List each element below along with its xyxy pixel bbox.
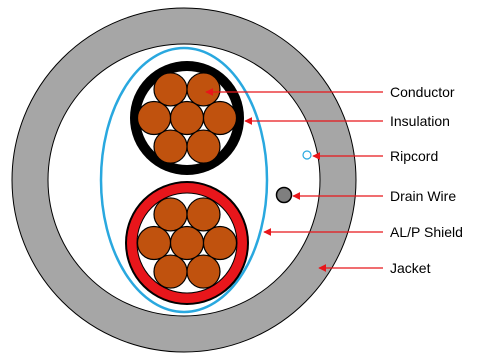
conductor-strand xyxy=(136,100,172,136)
conductor-strand xyxy=(153,129,188,164)
label-conductor: Conductor xyxy=(390,84,455,100)
leader-lines xyxy=(205,88,383,272)
conductor-strand xyxy=(153,254,188,289)
al-p-shield xyxy=(99,46,269,314)
label-drain-wire: Drain Wire xyxy=(390,188,456,204)
label-insulation: Insulation xyxy=(390,113,450,129)
conductor-strand xyxy=(202,225,238,261)
conductor-bundle-2 xyxy=(136,197,238,289)
conductor-strand xyxy=(186,197,221,232)
label-ripcord: Ripcord xyxy=(390,148,438,164)
conductor-strand xyxy=(202,100,238,136)
conductor-strand xyxy=(153,72,188,107)
conductor-strand xyxy=(186,129,221,164)
conductor-strand xyxy=(169,225,205,261)
pair-2 xyxy=(125,181,249,305)
drain-wire xyxy=(275,186,293,204)
conductor-strand xyxy=(153,197,188,232)
conductor-strand xyxy=(186,72,221,107)
jacket-inner-edge xyxy=(47,43,321,317)
ripcord xyxy=(302,150,312,160)
pair-1 xyxy=(130,61,244,175)
label-shield: AL/P Shield xyxy=(390,224,463,240)
label-jacket: Jacket xyxy=(390,260,431,276)
conductor-strand xyxy=(186,254,221,289)
conductor-strand xyxy=(169,100,205,136)
conductor-bundle-1 xyxy=(136,72,238,164)
conductor-strand xyxy=(136,225,172,261)
